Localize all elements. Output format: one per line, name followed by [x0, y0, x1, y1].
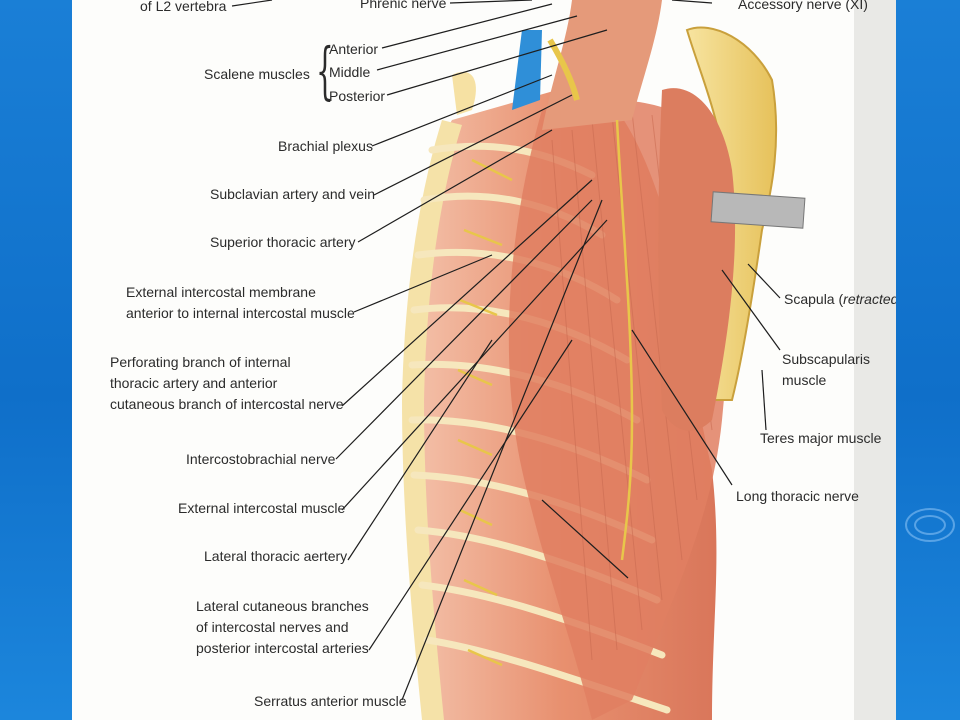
- nerves: [457, 119, 634, 667]
- label-scapula-text: Scapula (: [784, 291, 844, 307]
- label-teres-major: Teres major muscle: [760, 430, 882, 446]
- label-ext-intercostal-muscle: External intercostal muscle: [178, 500, 346, 516]
- label-l2-vertebra: of L2 vertebra: [140, 0, 227, 14]
- decorative-ripple: [905, 508, 955, 542]
- subclavian-vein: [512, 30, 542, 110]
- label-ext-membrane-2: anterior to internal intercostal muscle: [126, 305, 355, 321]
- label-superior-thoracic: Superior thoracic artery: [210, 234, 356, 250]
- label-phrenic-nerve: Phrenic nerve: [360, 0, 447, 11]
- label-subscapularis-2: muscle: [782, 372, 827, 388]
- clavicle-stub: [452, 71, 476, 115]
- leader-lines: [231, 0, 781, 701]
- retractor: [710, 191, 806, 229]
- decorative-ripple: [914, 515, 946, 535]
- label-scapula: Scapula (retracted): [784, 291, 896, 308]
- label-lat-cutaneous-3: posterior intercostal arteries: [196, 640, 369, 656]
- scalene-brace: {: [316, 34, 334, 107]
- label-scapula-retracted: retracted: [843, 291, 896, 307]
- label-brachial-plexus: Brachial plexus: [278, 138, 373, 154]
- label-lat-cutaneous-2: of intercostal nerves and: [196, 619, 349, 635]
- label-scalene-anterior: Anterior: [329, 41, 379, 57]
- label-lat-cutaneous-1: Lateral cutaneous branches: [196, 598, 369, 614]
- label-accessory-nerve: Accessory nerve (XI): [738, 0, 868, 12]
- label-subclavian: Subclavian artery and vein: [210, 186, 375, 202]
- label-perforating-1: Perforating branch of internal: [110, 354, 291, 370]
- anatomy-figure-page: of L2 vertebra Phrenic nerve Accessory n…: [72, 0, 896, 720]
- label-scalene-muscles: Scalene muscles: [204, 66, 310, 82]
- thoracic-wall-illustration: [231, 0, 806, 720]
- label-subscapularis-1: Subscapularis: [782, 351, 870, 367]
- label-intercostobrachial: Intercostobrachial nerve: [186, 451, 336, 467]
- neck-muscles: [542, 0, 662, 130]
- label-scalene-posterior: Posterior: [329, 88, 386, 104]
- label-serratus: Serratus anterior muscle: [254, 693, 407, 709]
- label-scalene-middle: Middle: [329, 64, 371, 80]
- label-ext-membrane-1: External intercostal membrane: [126, 284, 316, 300]
- label-lateral-thoracic: Lateral thoracic aertery: [204, 548, 348, 564]
- label-perforating-3: cutaneous branch of intercostal nerve: [110, 396, 344, 412]
- label-long-thoracic: Long thoracic nerve: [736, 488, 859, 504]
- page-edge-shade: [854, 0, 896, 720]
- costal-cartilage: [402, 120, 462, 720]
- label-perforating-2: thoracic artery and anterior: [110, 375, 278, 391]
- subscapularis-muscle: [658, 88, 736, 431]
